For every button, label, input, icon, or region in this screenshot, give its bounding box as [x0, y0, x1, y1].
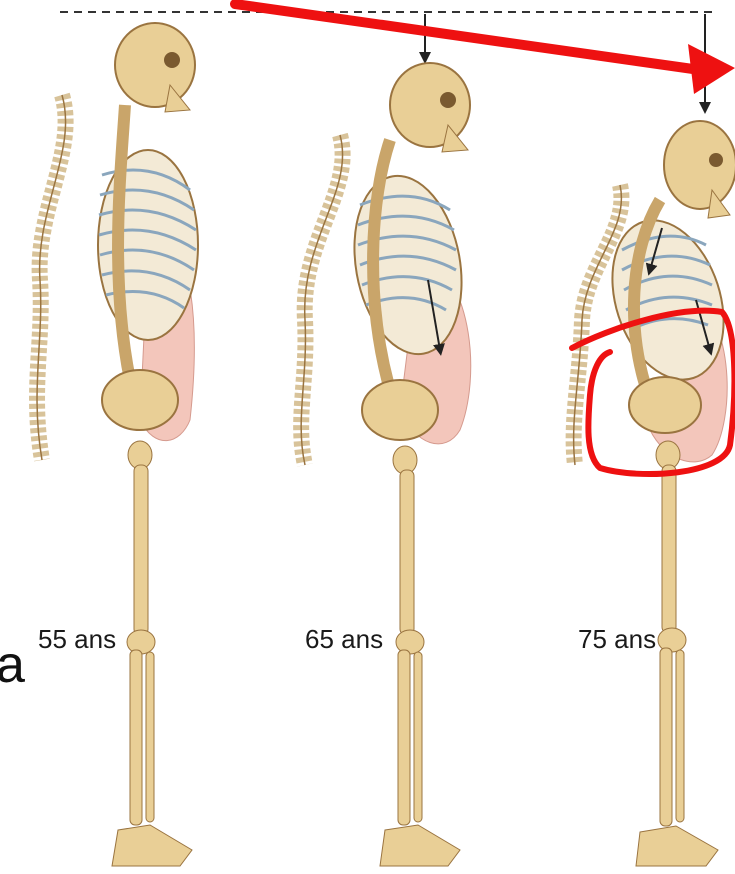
skeleton-55 [37, 23, 198, 866]
pelvis-75 [629, 377, 701, 433]
femur-55 [134, 465, 148, 635]
red-annotation-arrowhead [688, 44, 735, 94]
age-label-55: 55 ans [38, 624, 116, 654]
tibia-55 [130, 650, 142, 825]
skull-75 [664, 121, 735, 209]
skeleton-65 [301, 63, 475, 866]
skull-55 [115, 23, 195, 107]
pelvis-65 [362, 380, 438, 440]
spine-side-view-55 [37, 95, 66, 460]
foot-65 [380, 825, 460, 866]
femur-75 [662, 465, 676, 633]
tibia-75 [660, 648, 672, 826]
cropped-text-fragment: a [0, 636, 25, 694]
tibia-65 [398, 650, 410, 825]
femur-65 [400, 470, 414, 635]
age-label-75: 75 ans [578, 624, 656, 654]
pelvis-55 [102, 370, 178, 430]
red-annotation-arrow [235, 4, 700, 70]
foot-75 [636, 826, 718, 866]
age-label-65: 65 ans [305, 624, 383, 654]
spine-side-view-65 [301, 135, 342, 465]
spine-side-view-75 [574, 185, 622, 465]
skull-65 [390, 63, 470, 147]
skeleton-75 [574, 121, 735, 866]
foot-55 [112, 825, 192, 866]
